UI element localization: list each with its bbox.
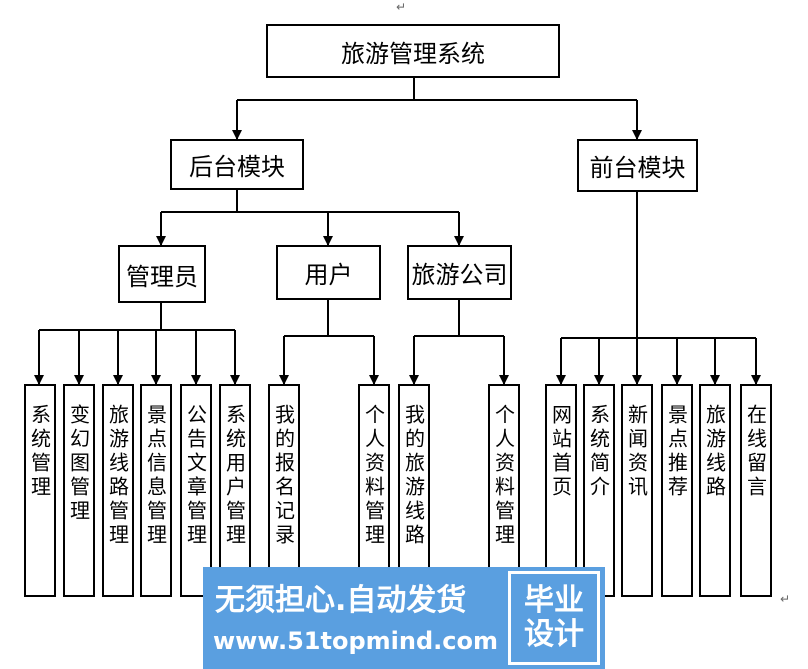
frontend-module-node: 前台模块 bbox=[577, 139, 698, 192]
leaf-system-user-management: 系统用户管理 bbox=[219, 384, 251, 597]
leaf-news: 新闻资讯 bbox=[621, 384, 653, 597]
leaf-homepage: 网站首页 bbox=[545, 384, 577, 597]
leaf-banner-management: 变幻图管理 bbox=[63, 384, 95, 597]
watermark-banner: 无须担心.自动发货 www.51topmind.com 毕业 设计 bbox=[203, 567, 605, 669]
leaf-attraction-recommend: 景点推荐 bbox=[661, 384, 693, 597]
leaf-company-profile-management: 个人资料管理 bbox=[488, 384, 520, 597]
leaf-route-management: 旅游线路管理 bbox=[102, 384, 134, 597]
root-node: 旅游管理系统 bbox=[266, 24, 560, 78]
watermark-badge-bottom: 设计 bbox=[524, 617, 584, 652]
watermark-url: www.51topmind.com bbox=[213, 627, 498, 655]
leaf-online-message: 在线留言 bbox=[740, 384, 772, 597]
leaf-system-intro: 系统简介 bbox=[583, 384, 615, 597]
leaf-system-management: 系统管理 bbox=[24, 384, 56, 597]
leaf-notice-article-management: 公告文章管理 bbox=[180, 384, 212, 597]
admin-node: 管理员 bbox=[118, 245, 206, 303]
paragraph-mark-bottom: ↵ bbox=[780, 592, 791, 606]
backend-module-node: 后台模块 bbox=[170, 139, 304, 190]
user-node: 用户 bbox=[276, 245, 381, 300]
travel-company-node: 旅游公司 bbox=[407, 245, 512, 300]
leaf-my-travel-routes: 我的旅游线路 bbox=[398, 384, 430, 597]
paragraph-mark-top: ↵ bbox=[396, 0, 407, 14]
leaf-travel-routes: 旅游线路 bbox=[699, 384, 731, 597]
watermark-slogan: 无须担心.自动发货 bbox=[215, 583, 467, 618]
leaf-user-profile-management: 个人资料管理 bbox=[358, 384, 390, 597]
leaf-my-registrations: 我的报名记录 bbox=[268, 384, 300, 597]
leaf-attraction-management: 景点信息管理 bbox=[140, 384, 172, 597]
watermark-badge-top: 毕业 bbox=[524, 582, 584, 618]
watermark-badge: 毕业 设计 bbox=[508, 571, 600, 665]
